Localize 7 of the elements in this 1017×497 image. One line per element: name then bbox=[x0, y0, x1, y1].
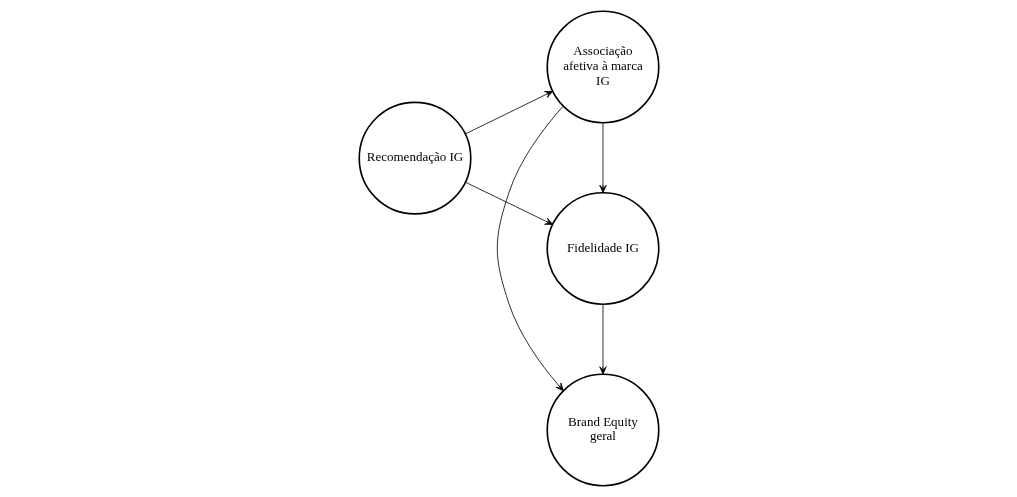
node-circle: Brand Equity geral bbox=[545, 373, 660, 487]
arrow bbox=[496, 105, 564, 392]
arrow bbox=[464, 181, 553, 225]
arrow bbox=[598, 303, 607, 375]
arrow bbox=[598, 122, 607, 193]
arrow bbox=[464, 90, 553, 135]
node-circle: Recomendação IG bbox=[357, 101, 472, 215]
